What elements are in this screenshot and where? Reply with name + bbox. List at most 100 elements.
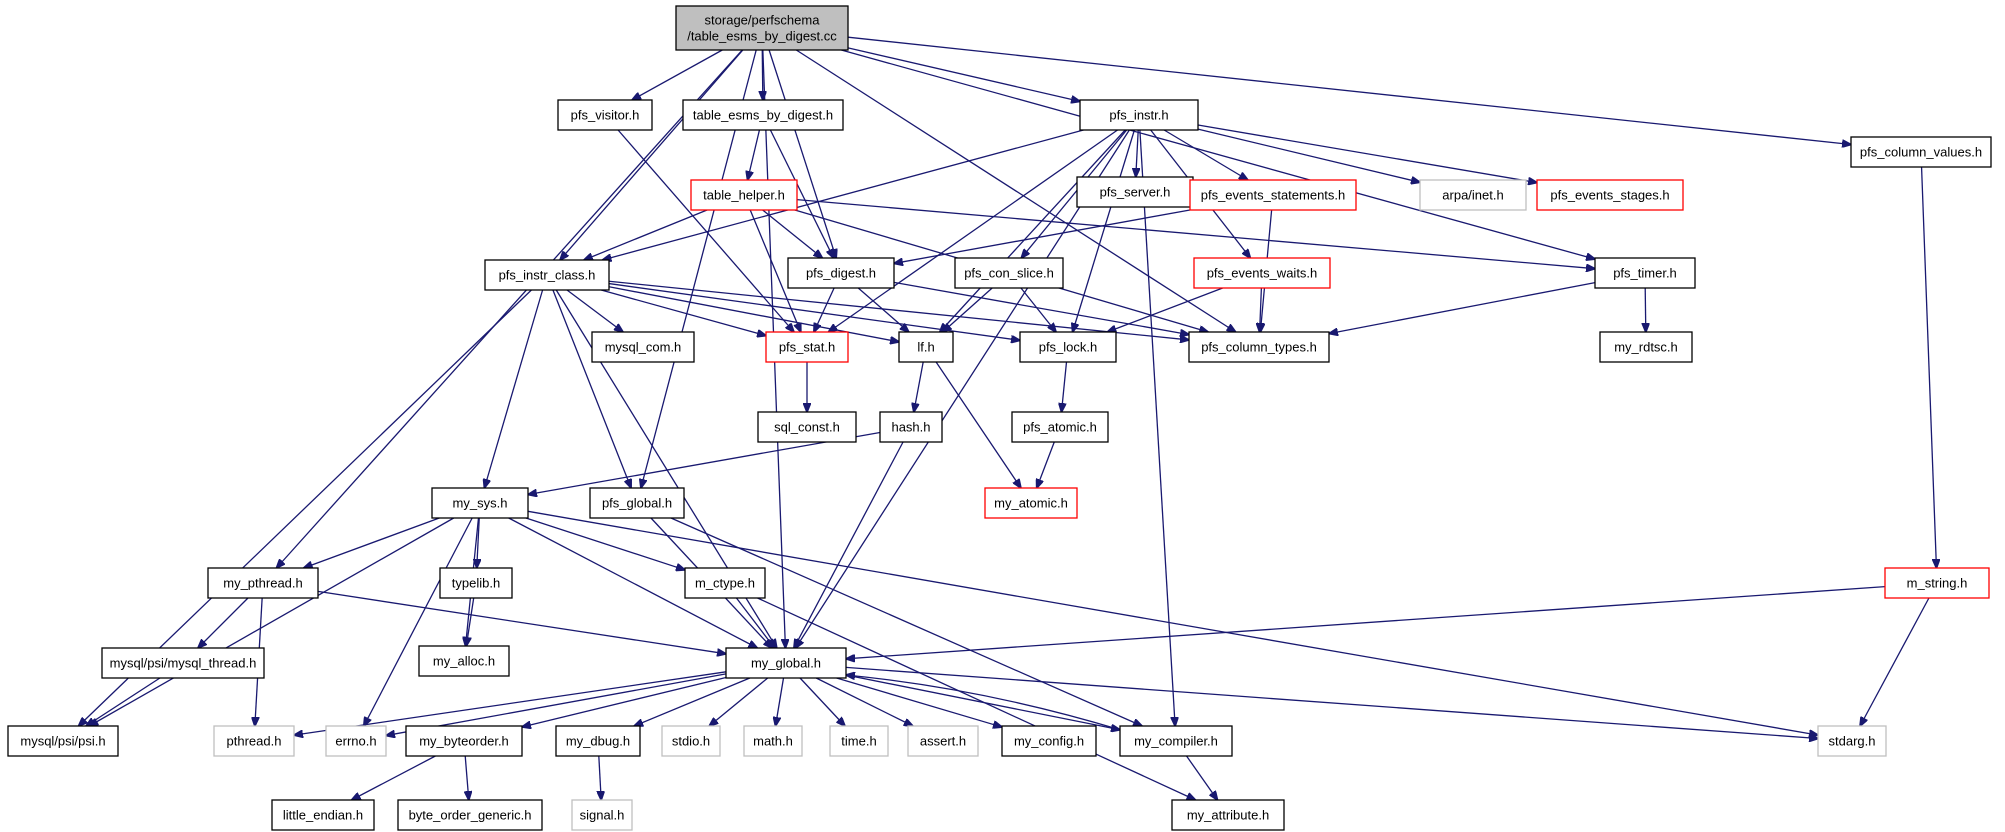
edge-my-global-to-my-config bbox=[836, 677, 1002, 727]
svg-text:my_compiler.h: my_compiler.h bbox=[1134, 734, 1218, 749]
edge-pfs-atomic-to-my-atomic bbox=[1037, 441, 1055, 488]
edge-lf-to-hash bbox=[914, 361, 924, 412]
svg-text:stdio.h: stdio.h bbox=[672, 734, 710, 749]
edge-root-to-table-esms-h bbox=[762, 49, 763, 100]
edge-table-helper-to-pfs-instr-class bbox=[584, 209, 708, 260]
node-pfs-events-statements-h[interactable]: pfs_events_statements.h bbox=[1189, 179, 1357, 211]
edge-m-ctype-to-my-global bbox=[735, 597, 774, 648]
node-my-alloc-h[interactable]: my_alloc.h bbox=[418, 645, 510, 677]
node-pfs-lock-h[interactable]: pfs_lock.h bbox=[1019, 331, 1117, 363]
edge-my-dbug-to-signal bbox=[599, 755, 601, 800]
node-typelib-h[interactable]: typelib.h bbox=[439, 567, 513, 599]
dependency-edges bbox=[79, 36, 1937, 800]
node-m-ctype-h[interactable]: m_ctype.h bbox=[684, 567, 766, 599]
node-my-global-h[interactable]: my_global.h bbox=[725, 647, 847, 679]
node-pfs-column-values-h[interactable]: pfs_column_values.h bbox=[1850, 136, 1992, 168]
node-pfs-events-waits-h[interactable]: pfs_events_waits.h bbox=[1193, 257, 1331, 289]
node-table-esms-by-digest-h[interactable]: table_esms_by_digest.h bbox=[682, 99, 844, 131]
node-my-byteorder-h[interactable]: my_byteorder.h bbox=[405, 725, 523, 757]
node-my-dbug-h[interactable]: my_dbug.h bbox=[555, 725, 641, 757]
svg-text:pfs_events_statements.h: pfs_events_statements.h bbox=[1201, 188, 1346, 203]
edge-root-to-pfs-instr-class bbox=[560, 49, 744, 260]
edge-pfs-global-to-my-compiler bbox=[670, 517, 1142, 726]
svg-text:pfs_column_types.h: pfs_column_types.h bbox=[1201, 340, 1317, 355]
edge-hash-to-my-sys bbox=[528, 431, 881, 494]
edge-pfs-instr-to-pfs-server bbox=[1136, 129, 1138, 177]
svg-text:my_rdtsc.h: my_rdtsc.h bbox=[1614, 340, 1678, 355]
node-my-pthread-h[interactable]: my_pthread.h bbox=[207, 567, 319, 599]
edge-my-byteorder-to-byte-order-generic bbox=[465, 755, 469, 800]
node-table-esms-by-digest-cc: storage/perfschema/table_esms_by_digest.… bbox=[675, 5, 849, 51]
node-sql-const-h[interactable]: sql_const.h bbox=[757, 411, 857, 443]
node-pfs-instr-h[interactable]: pfs_instr.h bbox=[1079, 99, 1199, 131]
node-mysql-psi-psi-h[interactable]: mysql/psi/psi.h bbox=[7, 725, 119, 757]
node-pfs-events-stages-h[interactable]: pfs_events_stages.h bbox=[1536, 179, 1684, 211]
node-hash-h[interactable]: hash.h bbox=[879, 411, 943, 443]
node-assert-h: assert.h bbox=[907, 725, 979, 757]
node-pfs-digest-h[interactable]: pfs_digest.h bbox=[787, 257, 895, 289]
svg-text:arpa/inet.h: arpa/inet.h bbox=[1442, 188, 1503, 203]
edge-my-sys-to-m-ctype bbox=[525, 517, 685, 570]
node-lf-h[interactable]: lf.h bbox=[898, 331, 954, 363]
node-errno-h: errno.h bbox=[325, 725, 387, 757]
svg-text:byte_order_generic.h: byte_order_generic.h bbox=[409, 808, 532, 823]
node-stdarg-h: stdarg.h bbox=[1817, 725, 1887, 757]
edge-table-helper-to-pfs-stat bbox=[749, 209, 801, 332]
node-pfs-global-h[interactable]: pfs_global.h bbox=[589, 487, 685, 519]
node-mysql-com-h[interactable]: mysql_com.h bbox=[591, 331, 695, 363]
svg-text:stdarg.h: stdarg.h bbox=[1829, 734, 1876, 749]
edge-root-to-pfs-visitor bbox=[632, 49, 723, 100]
node-pfs-con-slice-h[interactable]: pfs_con_slice.h bbox=[954, 257, 1064, 289]
edge-pfs-instr-to-pfs-lock bbox=[1073, 129, 1136, 332]
svg-text:mysql_com.h: mysql_com.h bbox=[605, 340, 682, 355]
svg-text:my_byteorder.h: my_byteorder.h bbox=[419, 734, 509, 749]
edge-pfs-instr-to-my-global bbox=[796, 129, 1130, 648]
edge-pfs-events-waits-to-pfs-column-types bbox=[1260, 287, 1262, 332]
svg-text:table_helper.h: table_helper.h bbox=[703, 188, 785, 203]
edge-my-sys-to-stdarg bbox=[527, 510, 1818, 735]
svg-text:my_sys.h: my_sys.h bbox=[453, 496, 508, 511]
edge-pfs-digest-to-lf bbox=[857, 287, 909, 332]
node-my-sys-h[interactable]: my_sys.h bbox=[431, 487, 529, 519]
edge-pfs-con-slice-to-lf bbox=[943, 287, 993, 332]
svg-text:pfs_stat.h: pfs_stat.h bbox=[779, 340, 835, 355]
node-my-atomic-h[interactable]: my_atomic.h bbox=[984, 487, 1078, 519]
node-my-compiler-h[interactable]: my_compiler.h bbox=[1119, 725, 1233, 757]
svg-text:my_atomic.h: my_atomic.h bbox=[994, 496, 1068, 511]
edge-my-global-to-math bbox=[776, 677, 785, 726]
svg-text:pfs_timer.h: pfs_timer.h bbox=[1613, 266, 1677, 281]
node-table-helper-h[interactable]: table_helper.h bbox=[690, 179, 798, 211]
node-my-config-h[interactable]: my_config.h bbox=[1001, 725, 1097, 757]
node-pfs-instr-class-h[interactable]: pfs_instr_class.h bbox=[484, 259, 610, 291]
node-my-attribute-h[interactable]: my_attribute.h bbox=[1171, 799, 1285, 831]
edge-pfs-instr-to-pfs-instr-class bbox=[603, 129, 1084, 260]
svg-text:my_pthread.h: my_pthread.h bbox=[223, 576, 303, 591]
node-byte-order-generic-h[interactable]: byte_order_generic.h bbox=[397, 799, 543, 831]
svg-text:my_attribute.h: my_attribute.h bbox=[1187, 808, 1269, 823]
edge-pfs-instr-class-to-pfs-column-types bbox=[608, 280, 1189, 340]
edge-m-string-to-stdarg bbox=[1860, 597, 1930, 726]
node-my-rdtsc-h[interactable]: my_rdtsc.h bbox=[1599, 331, 1693, 363]
edge-pfs-timer-to-pfs-column-types bbox=[1329, 281, 1596, 334]
svg-text:typelib.h: typelib.h bbox=[452, 576, 500, 591]
edge-pfs-instr-to-pfs-events-statements bbox=[1163, 129, 1248, 180]
node-pfs-server-h[interactable]: pfs_server.h bbox=[1076, 176, 1194, 208]
node-mysql-thread-h[interactable]: mysql/psi/mysql_thread.h bbox=[101, 647, 265, 679]
node-pfs-visitor-h[interactable]: pfs_visitor.h bbox=[557, 99, 653, 131]
svg-text:mysql/psi/psi.h: mysql/psi/psi.h bbox=[20, 734, 105, 749]
node-little-endian-h[interactable]: little_endian.h bbox=[271, 799, 375, 831]
node-pfs-column-types-h[interactable]: pfs_column_types.h bbox=[1188, 331, 1330, 363]
node-pfs-atomic-h[interactable]: pfs_atomic.h bbox=[1011, 411, 1109, 443]
node-pfs-stat-h[interactable]: pfs_stat.h bbox=[765, 331, 849, 363]
edge-root-to-pfs-column-values bbox=[847, 36, 1851, 144]
node-time-h: time.h bbox=[829, 725, 889, 757]
svg-text:little_endian.h: little_endian.h bbox=[283, 808, 363, 823]
node-pfs-timer-h[interactable]: pfs_timer.h bbox=[1594, 257, 1696, 289]
edge-pfs-instr-to-lf bbox=[940, 129, 1126, 332]
node-m-string-h[interactable]: m_string.h bbox=[1884, 567, 1990, 599]
edge-pfs-instr-class-to-my-sys bbox=[484, 289, 544, 488]
edge-root-to-pfs-instr bbox=[847, 47, 1080, 102]
edge-my-global-to-my-compiler bbox=[845, 674, 1120, 730]
svg-text:sql_const.h: sql_const.h bbox=[774, 420, 840, 435]
